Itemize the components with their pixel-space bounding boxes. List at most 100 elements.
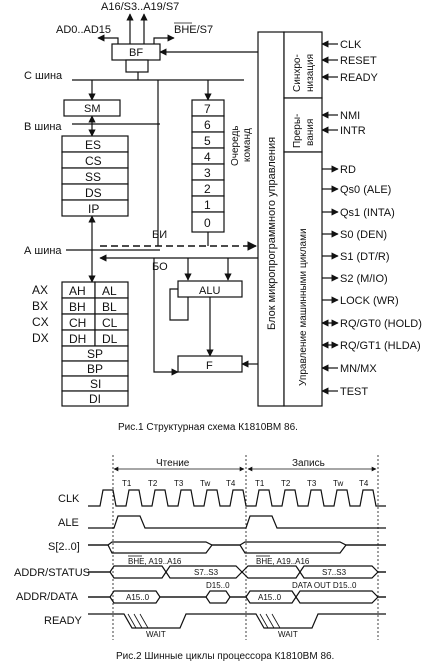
t-state-label: T1 (255, 479, 265, 488)
t-state-label: T3 (307, 479, 317, 488)
bf-lower-box (125, 59, 149, 73)
write-addr-text: A15..0 (258, 593, 282, 602)
queue-cell-label: 4 (204, 150, 211, 164)
write-wait-label: WAIT (278, 630, 298, 639)
signal-label: Qs0 (ALE) (340, 184, 391, 196)
ptr-reg-label: DI (89, 392, 101, 406)
sync-label-1: Синхро- (292, 54, 303, 92)
timing-signal-label: S[2..0] (48, 541, 80, 553)
queue-cell-label: 2 (204, 182, 211, 196)
seg-reg-label: IP (88, 202, 99, 216)
signal-label: NMI (340, 110, 360, 122)
gp-reg-name: BX (32, 299, 48, 313)
general-registers: AX BX CX DX AH AL BH BL CH CL DH DL SP (32, 281, 129, 407)
s-status-waveform-bottom (88, 544, 386, 554)
seg-reg-label: DS (85, 186, 102, 200)
ptr-reg-label: BP (87, 362, 103, 376)
timing-signal-label: ADDR/DATA (16, 591, 79, 603)
queue-cell-label: 6 (204, 118, 211, 132)
clk-waveform (88, 489, 386, 507)
ready-waveform (88, 613, 386, 629)
signal-label: S2 (M/IO) (340, 273, 388, 285)
ptr-reg-label: SP (87, 347, 103, 361)
sync-label-2: низация (305, 54, 316, 92)
read-status-text-1: BHE, A19..A16 (128, 557, 182, 566)
signal-label: RQ/GT0 (HOLD) (340, 318, 422, 330)
top-bus-label-bhe: BHE/S7 (174, 24, 213, 36)
signal-label: RQ/GT1 (HLDA) (340, 340, 421, 352)
signal-label: RESET (340, 55, 377, 67)
flags-label: F (206, 360, 213, 372)
signal-label: S1 (DT/R) (340, 251, 390, 263)
top-bus-label-a16-a19: A16/S3..A19/S7 (101, 1, 179, 13)
write-status-text-1: BHE, A19..A16 (256, 557, 310, 566)
write-cycle-label: Запись (292, 458, 325, 469)
bo-label: БО (152, 261, 168, 273)
figure-1-block-diagram: A16/S3..A19/S7 AD0..AD15 BHE/S7 BF С шин… (24, 1, 422, 433)
bf-ad-line (97, 34, 119, 44)
cycle-control-block (283, 151, 323, 407)
t-state-label: T4 (226, 479, 236, 488)
seg-reg-label: ES (85, 138, 101, 152)
gp-reg-half: CH (69, 316, 86, 330)
t-state-label: T2 (148, 479, 158, 488)
t-state-label: T2 (281, 479, 291, 488)
gp-reg-name: AX (32, 283, 48, 297)
t-state-label: T1 (122, 479, 132, 488)
gp-reg-half: AH (69, 284, 86, 298)
t-state-labels: T1 T2 T3 Tw T4 T1 T2 T3 Tw T4 (122, 479, 369, 488)
t-state-label: Tw (333, 479, 343, 488)
read-status-text-2: S7..S3 (194, 568, 219, 577)
sync-block (283, 31, 323, 99)
ready-hatch (133, 613, 143, 629)
bi-label: БИ (152, 229, 167, 241)
control-unit-label: Блок микропрограммного управления (266, 137, 278, 330)
bus-a-label: А шина (24, 245, 62, 257)
seg-reg-label: SS (85, 170, 101, 184)
addr-data-waveform-bottom (88, 595, 386, 604)
sm-label: SM (84, 103, 101, 115)
addr-status-waveform-bottom (88, 570, 386, 579)
timing-signal-label: ALE (58, 517, 79, 529)
queue-cell-label: 7 (204, 102, 211, 116)
figure-1-caption: Рис.1 Структурная схема К1810ВМ 86. (118, 422, 298, 433)
bf-bhe-line (153, 34, 175, 44)
figure-2-caption: Рис.2 Шинные циклы процессора К1810ВМ 86… (116, 651, 334, 662)
timing-signal-label: CLK (58, 493, 80, 505)
gp-reg-name: DX (32, 331, 49, 345)
top-bus-label-ad0-ad15: AD0..AD15 (56, 24, 111, 36)
read-addr-text: A15..0 (126, 593, 150, 602)
read-wait-label: WAIT (146, 630, 166, 639)
signal-label: MN/MX (340, 363, 377, 375)
gp-reg-half: DL (102, 332, 118, 346)
timing-signal-label: READY (44, 615, 83, 627)
timing-signal-label: ADDR/STATUS (14, 567, 90, 579)
gp-reg-half: BH (69, 300, 86, 314)
queue-cell-label: 5 (204, 134, 211, 148)
bo-to-f (153, 258, 179, 376)
signal-label: RD (340, 164, 356, 176)
figure-2-timing-diagram: Чтение Запись T1 T2 T3 Tw T4 T1 T2 T3 Tw… (14, 455, 386, 662)
ready-hatch (259, 613, 269, 629)
gp-reg-half: BL (102, 300, 117, 314)
t-state-label: T4 (359, 479, 369, 488)
ready-hatch (127, 613, 137, 629)
segment-registers: ES CS SS DS IP (61, 135, 129, 217)
queue-cell-label: 1 (204, 198, 211, 212)
gp-reg-half: AL (102, 284, 117, 298)
signal-label: CLK (340, 39, 362, 51)
microprogram-control-unit (257, 31, 285, 407)
write-data-text: DATA OUT D15..0 (292, 581, 357, 590)
signal-label: INTR (340, 125, 366, 137)
signal-label: READY (340, 72, 379, 84)
ready-hatch (139, 613, 149, 629)
queue-cell-label: 3 (204, 166, 211, 180)
read-data-text: D15..0 (206, 581, 230, 590)
t-state-label: Tw (200, 479, 210, 488)
control-signals: CLK RESET READY NMI INTR RD Qs0 (ALE) Qs… (321, 39, 422, 398)
interrupt-block (283, 97, 323, 153)
signal-label: S0 (DEN) (340, 229, 387, 241)
bf-label: BF (129, 47, 143, 59)
